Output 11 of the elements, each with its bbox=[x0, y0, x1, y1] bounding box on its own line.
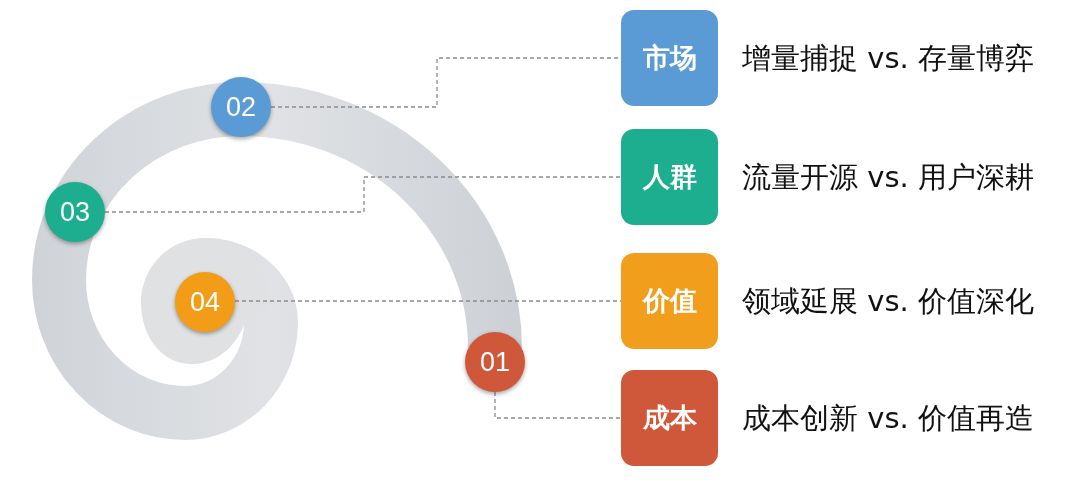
category-box: 市场 bbox=[621, 10, 718, 106]
description-text: 流量开源 vs. 用户深耕 bbox=[742, 159, 1034, 195]
category-box: 成本 bbox=[621, 370, 718, 466]
connector-line bbox=[494, 391, 622, 419]
category-box: 人群 bbox=[621, 129, 718, 225]
number-circle: 01 bbox=[465, 332, 525, 392]
description-text: 成本创新 vs. 价值再造 bbox=[742, 400, 1034, 436]
description-text: 领域延展 vs. 价值深化 bbox=[742, 283, 1034, 319]
connector-line bbox=[104, 176, 622, 213]
category-box: 价值 bbox=[621, 253, 718, 349]
description-text: 增量捕捉 vs. 存量博弈 bbox=[742, 40, 1034, 76]
